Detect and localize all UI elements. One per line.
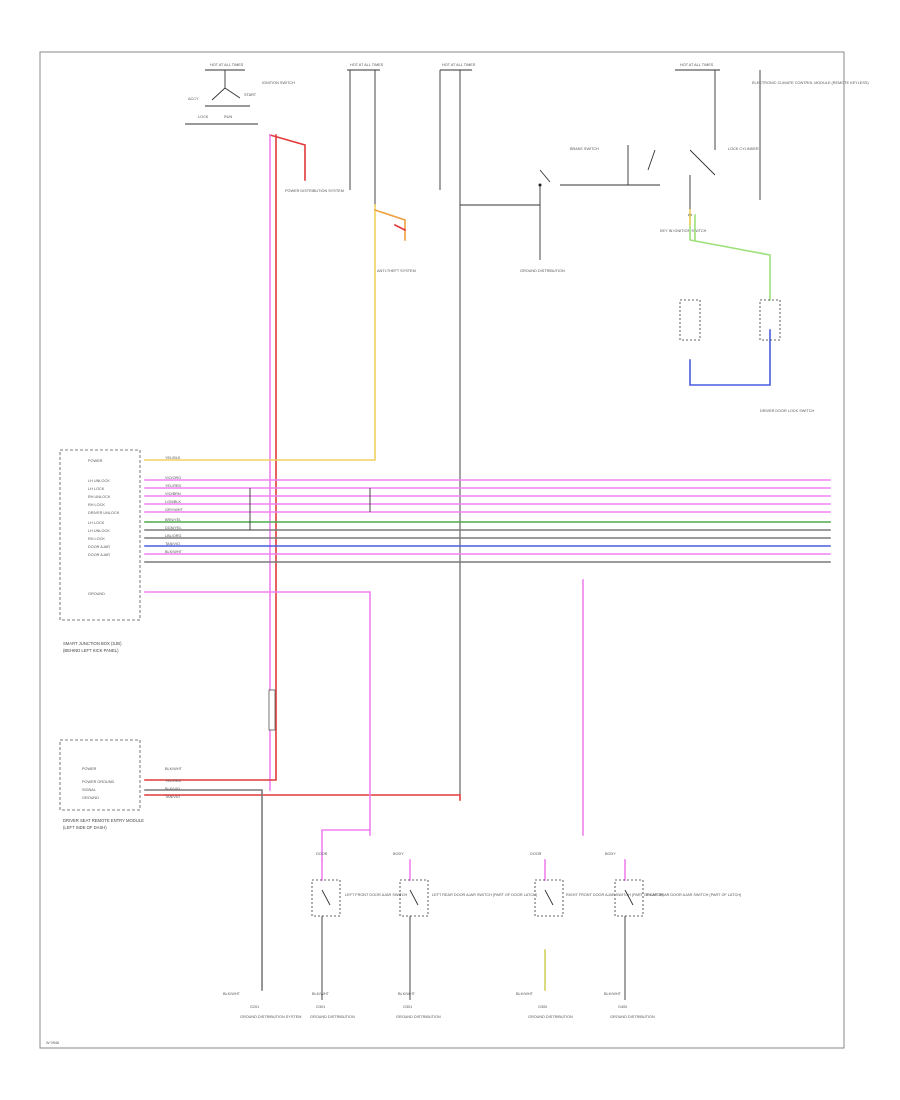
- smart-junction-box: SMART JUNCTION BOX (SJB) (BEHIND LEFT KI…: [59, 449, 141, 653]
- footer-code: W 0946: [46, 1041, 59, 1045]
- door-switch-rf: [534, 859, 564, 991]
- sjb-pin-labels: POWER LH UNLOCK LH LOCK RH UNLOCK RH LOCK DRI…: [88, 459, 120, 596]
- module-gray-ground-wire: [144, 789, 263, 991]
- sjb-wire-label: VIO/BRN: [165, 492, 181, 496]
- ignition-switch: ACCY START LOCK RUN IGNITION SWITCH: [185, 70, 295, 125]
- sjb-wire-label: BLK/WHT: [165, 550, 183, 554]
- ign-pos-run: RUN: [224, 115, 232, 119]
- module-red-wire: [144, 794, 461, 801]
- bottom-grounds: BLK/WHT BLK/WHT BLK/WHT BLK/WHT BLK/WHT …: [223, 992, 655, 1019]
- hot-label-1: HOT AT ALL TIMES: [210, 63, 244, 67]
- lm-pin-1: POWER: [82, 767, 97, 771]
- bg-wire-1: BLK/WHT: [223, 992, 241, 996]
- door-switch-rr: [614, 859, 644, 1000]
- ign-pos-accy: ACCY: [188, 97, 199, 101]
- ignition-switch-label: IGNITION SWITCH: [262, 81, 295, 85]
- sjb-pin-label: LH UNLOCK: [88, 479, 110, 483]
- sjb-pin-label: LH LOCK: [88, 521, 105, 525]
- sjb-wire-label: YEL/BLK: [165, 456, 181, 460]
- hot-label-4: HOT AT ALL TIMES: [680, 63, 714, 67]
- lm-wire-4: TAN/VIO: [165, 795, 180, 799]
- sw1-top: DOOR: [316, 852, 328, 856]
- bg-label-3: GROUND DISTRIBUTION: [396, 1015, 441, 1019]
- lm-wire-1: BLK/WHT: [165, 767, 183, 771]
- sjb-wire-label: BRN/YEL: [165, 518, 181, 522]
- door-switch-lr: [399, 859, 429, 1000]
- sjb-wire-label: VIO/ORG: [165, 476, 181, 480]
- sjb-wire-label: LGN/BLK: [165, 500, 182, 504]
- bg-label-1: GROUND DISTRIBUTION SYSTEM: [240, 1015, 301, 1019]
- bg-label-2: GROUND DISTRIBUTION: [310, 1015, 355, 1019]
- sjb-pin-label: DRIVER UNLOCK: [88, 511, 120, 515]
- lm-pin-4: GROUND: [82, 796, 99, 800]
- brake-switch-label: BRAKE SWITCH: [570, 147, 599, 151]
- ignition-feed-wire: [144, 134, 306, 791]
- ign-pos-start: START: [244, 93, 257, 97]
- sjb-pin-label: RH UNLOCK: [88, 495, 111, 499]
- sjb-pin-label: GROUND: [88, 592, 105, 596]
- sjb-pin-label: POWER: [88, 459, 103, 463]
- sjb-subtitle: (BEHIND LEFT KICK PANEL): [63, 648, 119, 653]
- sjb-pin-label: DOOR AJAR: [88, 545, 110, 549]
- bg-ground-3: G301: [403, 1005, 412, 1009]
- sw1-label: LEFT FRONT DOOR AJAR SWITCH: [345, 893, 408, 897]
- sjb-wire-label: YEL/RED: [165, 484, 182, 488]
- bg-ground-4: G300: [538, 1005, 547, 1009]
- sw3-top: DOOR: [530, 852, 542, 856]
- locks-module-label: ELECTRONIC CLIMATE CONTROL MODULE (REMOT…: [752, 81, 869, 85]
- sjb-power-wire: [144, 204, 407, 461]
- ground-dist-label: GROUND DISTRIBUTION: [520, 269, 565, 273]
- sjb-wire-labels: YEL/BLK VIO/ORG YEL/RED VIO/BRN LGN/BLK GRY/W…: [165, 456, 184, 554]
- hot-label-2: HOT AT ALL TIMES: [350, 63, 384, 67]
- lock-module: DRIVER SEAT REMOTE ENTRY MODULE (LEFT SI…: [59, 739, 183, 830]
- door-switch-lf: [311, 859, 341, 1000]
- lock-module-title: DRIVER SEAT REMOTE ENTRY MODULE: [63, 818, 144, 823]
- bg-wire-2: BLK/WHT: [312, 992, 330, 996]
- lm-wire-2: YEL/RED: [165, 779, 182, 783]
- sjb-pin-label: RH LOCK: [88, 537, 105, 541]
- sjb-wire-label: LBL/ORG: [165, 534, 182, 538]
- lm-pin-3: SIGNAL: [82, 788, 96, 792]
- lock-cyl-label: LOCK CYLINDER: [728, 147, 759, 151]
- sjb-pin-label: LH UNLOCK: [88, 529, 110, 533]
- bg-label-4: GROUND DISTRIBUTION: [528, 1015, 573, 1019]
- sjb-pin-label: DOOR AJAR: [88, 553, 110, 557]
- bg-label-5: GROUND DISTRIBUTION: [610, 1015, 655, 1019]
- door-ajar-feed-wires: [144, 579, 584, 861]
- bg-ground-5: G400: [618, 1005, 627, 1009]
- lock-module-subtitle: (LEFT SIDE OF DASH): [63, 825, 107, 830]
- bg-ground-2: G301: [316, 1005, 325, 1009]
- door-lock-sw-label: DRIVER DOOR LOCK SWITCH: [760, 409, 814, 413]
- key-in-ignition-label: KEY IN IGNITION SWITCH: [660, 229, 707, 233]
- bg-wire-5: BLK/WHT: [604, 992, 622, 996]
- sjb-pin-label: RH LOCK: [88, 503, 105, 507]
- anti-theft-label: ANTI-THEFT SYSTEM: [377, 269, 416, 273]
- sjb-title: SMART JUNCTION BOX (SJB): [63, 641, 122, 646]
- sjb-wire-label: DGN/YEL: [165, 526, 182, 530]
- sw4-top: BODY: [605, 852, 616, 856]
- sjb-wire-label: TAN/VIO: [165, 542, 180, 546]
- bg-wire-3: BLK/WHT: [398, 992, 416, 996]
- sjb-bus-lines: [144, 479, 831, 563]
- sjb-pin-label: LH LOCK: [88, 487, 105, 491]
- sjb-wire-label: GRY/WHT: [165, 508, 184, 512]
- sw2-top: BODY: [393, 852, 404, 856]
- ign-pos-lock: LOCK: [198, 115, 209, 119]
- power-distribution-label: POWER DISTRIBUTION SYSTEM: [285, 189, 344, 193]
- bg-ground-1: G201: [250, 1005, 259, 1009]
- lm-wire-3: BLK/VIO: [165, 787, 180, 791]
- sw3-label: RIGHT FRONT DOOR AJAR SWITCH (PART OF LA…: [566, 893, 664, 897]
- hot-label-3: HOT AT ALL TIMES: [442, 63, 476, 67]
- bg-wire-4: BLK/WHT: [516, 992, 534, 996]
- top-fuse-labels: HOT AT ALL TIMES HOT AT ALL TIMES HOT AT…: [210, 63, 714, 67]
- lm-pin-2: POWER GROUND: [82, 780, 115, 784]
- door-lock-switch-network: [679, 209, 781, 386]
- sw4-label: RIGHT REAR DOOR AJAR SWITCH (PART OF LAT…: [646, 893, 742, 897]
- diagram-frame: [39, 51, 845, 1049]
- sw2-label: LEFT REAR DOOR AJAR SWITCH (PART OF DOOR…: [432, 893, 538, 897]
